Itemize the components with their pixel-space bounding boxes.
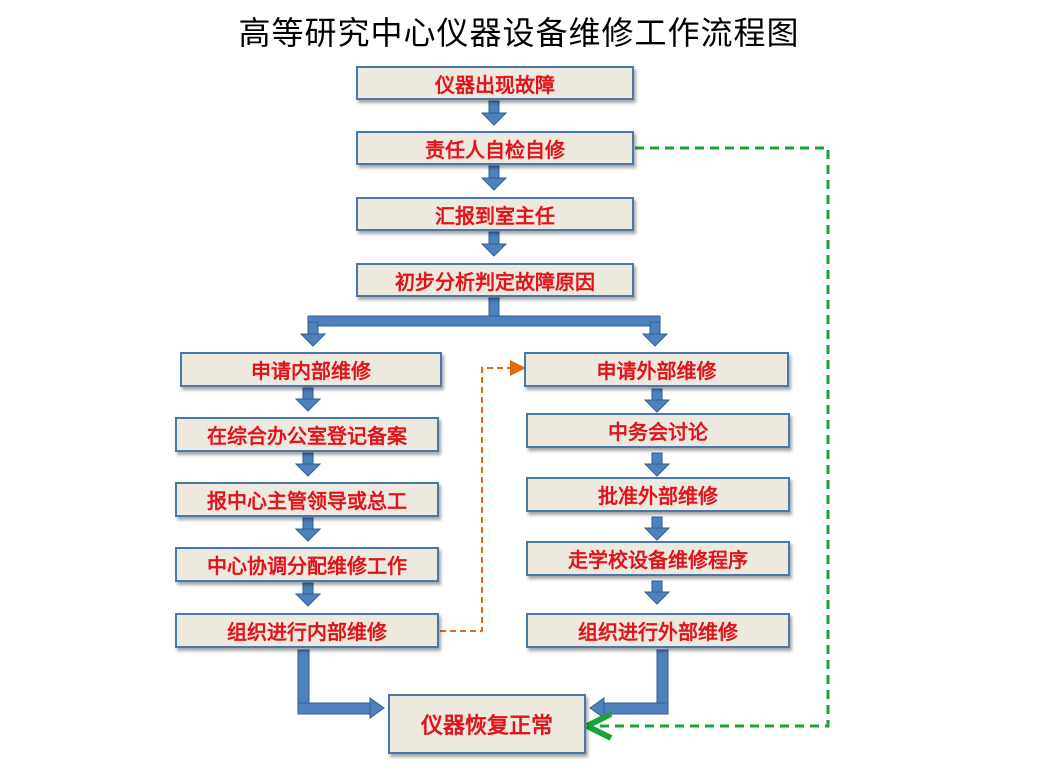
arrow-external-to-restored (589, 649, 669, 719)
arrow-selfcheck-to-report (480, 165, 508, 191)
arrow-right-4 (643, 580, 671, 605)
step-self-check: 责任人自检自修 (356, 131, 634, 165)
orange-dashed-connector (440, 360, 526, 632)
arrow-split (299, 297, 669, 347)
step-report-head: 汇报到室主任 (356, 197, 634, 231)
step-external-discuss: 中务会讨论 (526, 413, 790, 448)
step-internal-execute: 组织进行内部维修 (175, 613, 439, 648)
step-analyze: 初步分析判定故障原因 (356, 263, 634, 297)
step-internal-report-leader: 报中心主管领导或总工 (175, 482, 439, 517)
arrow-left-2 (294, 452, 322, 477)
arrow-right-1 (643, 388, 671, 413)
step-external-apply: 申请外部维修 (524, 352, 789, 387)
arrow-report-to-analyze (480, 231, 508, 257)
arrow-right-3 (643, 516, 671, 541)
step-external-execute: 组织进行外部维修 (526, 613, 790, 648)
step-fault: 仪器出现故障 (356, 66, 634, 100)
step-internal-coordinate: 中心协调分配维修工作 (175, 547, 439, 582)
step-internal-register: 在综合办公室登记备案 (175, 417, 439, 452)
arrow-left-4 (294, 582, 322, 607)
page-title: 高等研究中心仪器设备维修工作流程图 (238, 14, 800, 52)
arrow-right-2 (643, 452, 671, 477)
arrow-left-1 (294, 387, 322, 412)
arrow-internal-to-restored (297, 649, 385, 719)
step-external-approve: 批准外部维修 (526, 477, 790, 512)
arrow-fault-to-selfcheck (480, 100, 508, 126)
step-restored: 仪器恢复正常 (388, 694, 586, 754)
arrow-left-3 (294, 517, 322, 542)
step-external-school-process: 走学校设备维修程序 (526, 541, 790, 576)
step-internal-apply: 申请内部维修 (180, 352, 442, 387)
green-dashed-connector (585, 146, 830, 741)
